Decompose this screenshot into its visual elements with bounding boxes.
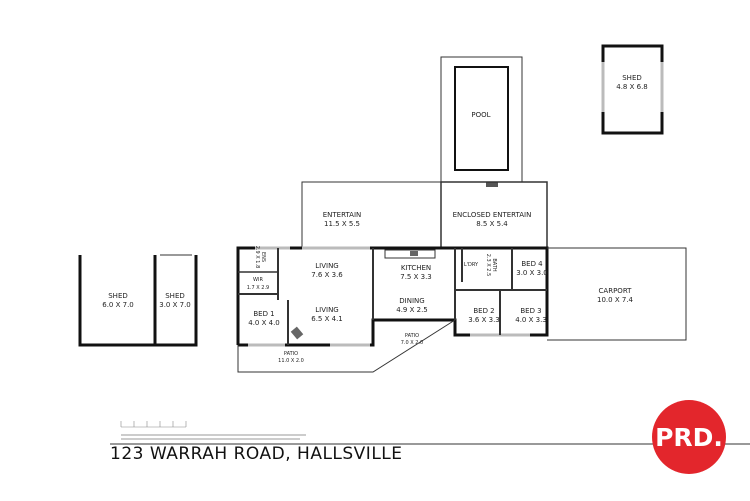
svg-text:3.0 X 7.0: 3.0 X 7.0 [159,301,191,309]
house [236,246,549,347]
svg-text:PATIO: PATIO [284,351,298,357]
svg-text:SHED: SHED [108,292,128,300]
living2-name: LIVING [315,306,338,314]
svg-text:ENS: ENS [260,252,266,262]
svg-text:2.9 X 1.8: 2.9 X 1.8 [254,246,260,269]
svg-text:4.0 X 4.0: 4.0 X 4.0 [248,319,280,327]
entertain: ENTERTAIN 11.5 X 5.5 [301,181,441,248]
svg-text:4.0 X 3.3: 4.0 X 3.3 [515,316,547,324]
svg-text:BED 1: BED 1 [253,310,274,318]
sheds-left: SHED 6.0 X 7.0 SHED 3.0 X 7.0 [78,254,198,347]
svg-text:SHED: SHED [622,74,642,82]
svg-text:WIR: WIR [253,277,263,283]
svg-text:POOL: POOL [471,111,490,119]
svg-text:6.0 X 7.0: 6.0 X 7.0 [102,301,134,309]
svg-text:BED 2: BED 2 [473,307,494,315]
svg-text:1.7 X 2.9: 1.7 X 2.9 [247,285,270,291]
living1-name: LIVING [315,262,338,270]
svg-text:ENCLOSED ENTERTAIN: ENCLOSED ENTERTAIN [453,211,532,219]
svg-text:4.8 X 6.8: 4.8 X 6.8 [616,83,648,91]
svg-text:11.5 X 5.5: 11.5 X 5.5 [324,220,360,228]
svg-text:4.9 X 2.5: 4.9 X 2.5 [396,306,428,314]
svg-text:7.5 X 3.3: 7.5 X 3.3 [400,273,432,281]
svg-text:BATH: BATH [491,258,497,272]
svg-text:3.0 X 3.0: 3.0 X 3.0 [516,269,548,277]
pool: POOL [440,56,523,187]
svg-text:8.5 X 5.4: 8.5 X 5.4 [476,220,508,228]
svg-text:2.3 X 2.5: 2.3 X 2.5 [485,254,491,277]
svg-text:CARPORT: CARPORT [599,287,633,295]
shed-right: SHED 4.8 X 6.8 [601,44,664,135]
svg-text:10.0 X 7.4: 10.0 X 7.4 [597,296,634,304]
svg-text:SHED: SHED [165,292,185,300]
svg-text:PATIO: PATIO [405,333,419,339]
svg-text:3.6 X 3.3: 3.6 X 3.3 [468,316,500,324]
svg-text:BED 4: BED 4 [521,260,543,268]
svg-text:7.0 X 2.0: 7.0 X 2.0 [401,340,424,346]
prd-logo: PRD. [652,400,726,474]
svg-text:6.5 X 4.1: 6.5 X 4.1 [311,315,343,323]
svg-text:DINING: DINING [399,297,424,305]
patio: PATIO 11.0 X 2.0 PATIO 7.0 X 2.0 [237,319,456,373]
scale-bar [120,421,306,440]
svg-text:KITCHEN: KITCHEN [401,264,431,272]
carport: CARPORT 10.0 X 7.4 [547,247,687,341]
property-address: 123 WARRAH ROAD, HALLSVILLE [110,444,403,464]
svg-text:ENTERTAIN: ENTERTAIN [323,211,362,219]
svg-text:BED 3: BED 3 [520,307,541,315]
svg-text:11.0 X 2.0: 11.0 X 2.0 [278,358,304,364]
svg-text:L'DRY: L'DRY [464,262,479,268]
enclosed-entertain: ENCLOSED ENTERTAIN 8.5 X 5.4 [440,181,548,248]
svg-text:7.6 X 3.6: 7.6 X 3.6 [311,271,343,279]
